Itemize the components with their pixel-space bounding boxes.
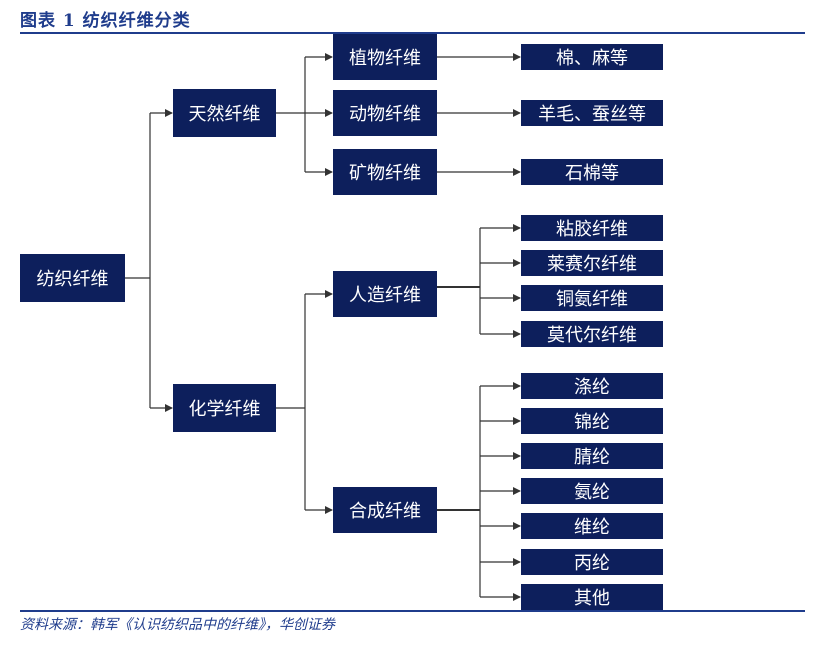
node-synthetic-fiber: 合成纤维 <box>333 487 437 533</box>
node-chemical-fiber: 化学纤维 <box>173 384 276 432</box>
node-polypropylene: 丙纶 <box>521 549 663 575</box>
node-plant-fiber: 植物纤维 <box>333 34 437 80</box>
node-textile-fiber: 纺织纤维 <box>20 254 125 302</box>
node-modal: 莫代尔纤维 <box>521 321 663 347</box>
node-nylon: 锦纶 <box>521 408 663 434</box>
title-rule <box>20 32 805 34</box>
node-natural-fiber: 天然纤维 <box>173 89 276 137</box>
source-note: 资料来源：韩军《认识纺织品中的纤维》，华创证券 <box>20 617 335 633</box>
node-plant-examples: 棉、麻等 <box>521 44 663 70</box>
node-other: 其他 <box>521 584 663 610</box>
figure-title: 图表 1 纺织纤维分类 <box>20 11 191 31</box>
node-mineral-examples: 石棉等 <box>521 159 663 185</box>
node-animal-examples: 羊毛、蚕丝等 <box>521 100 663 126</box>
node-spandex: 氨纶 <box>521 478 663 504</box>
node-viscose: 粘胶纤维 <box>521 215 663 241</box>
node-polyester: 涤纶 <box>521 373 663 399</box>
footer-rule <box>20 610 805 612</box>
node-animal-fiber: 动物纤维 <box>333 90 437 136</box>
node-mineral-fiber: 矿物纤维 <box>333 149 437 195</box>
node-cupro: 铜氨纤维 <box>521 285 663 311</box>
node-lyocell: 莱赛尔纤维 <box>521 250 663 276</box>
node-vinylon: 维纶 <box>521 513 663 539</box>
node-manmade-fiber: 人造纤维 <box>333 271 437 317</box>
node-acrylic: 腈纶 <box>521 443 663 469</box>
